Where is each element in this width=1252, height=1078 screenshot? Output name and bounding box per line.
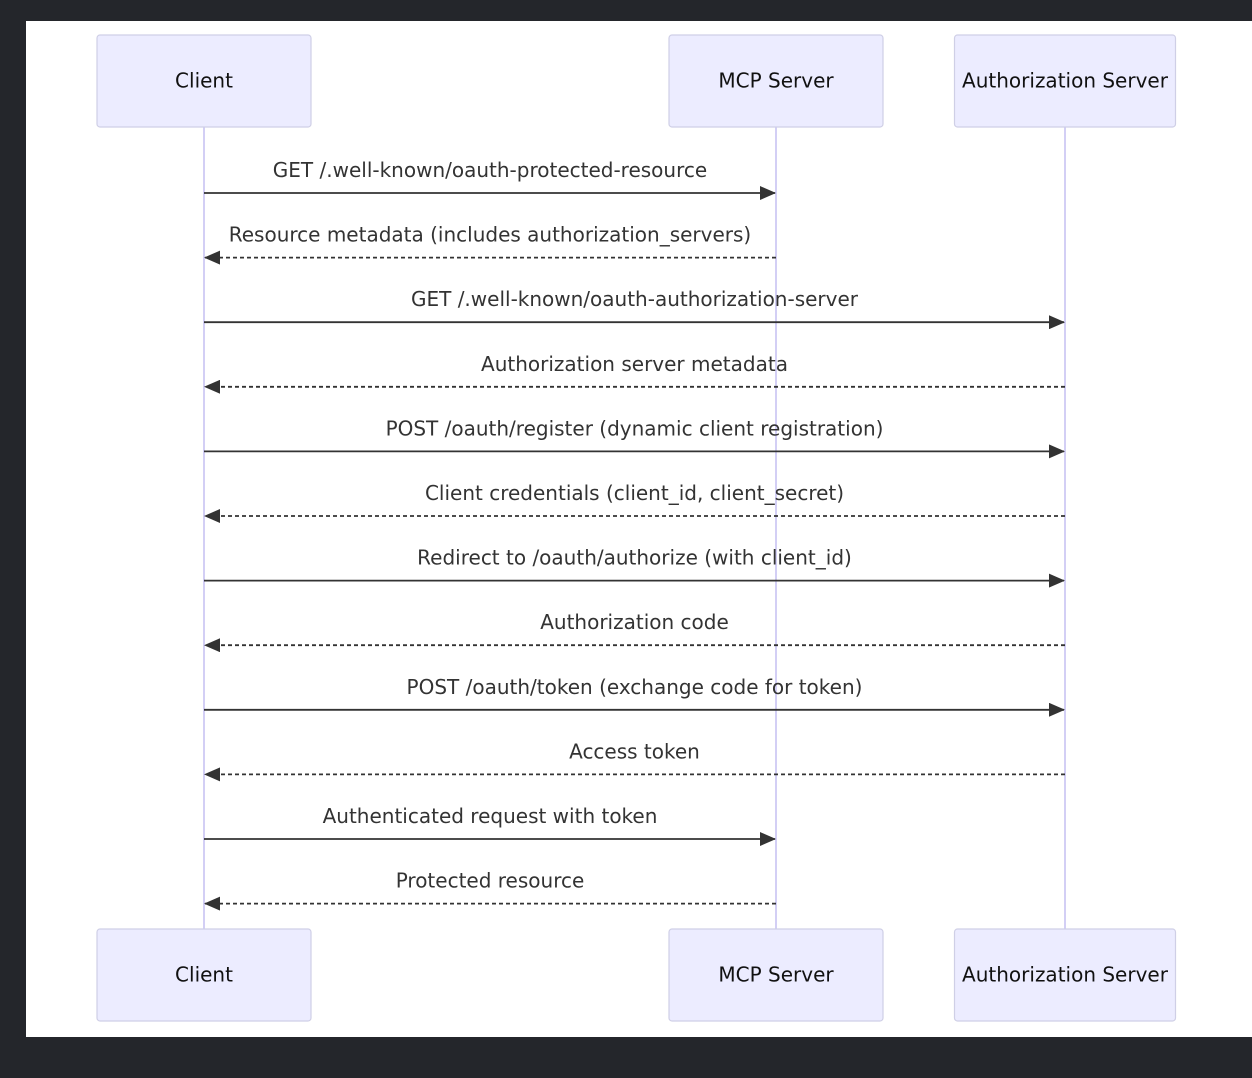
message-2: Resource metadata (includes authorizatio…	[204, 223, 776, 265]
message-label: Authorization server metadata	[481, 352, 788, 376]
actor-label: MCP Server	[718, 963, 834, 987]
message-8: Authorization code	[204, 610, 1065, 653]
message-label: Redirect to /oauth/authorize (with clien…	[417, 546, 852, 570]
actor-label: Client	[175, 963, 233, 987]
actor-box	[668, 928, 884, 1022]
message-label: Resource metadata (includes authorizatio…	[229, 223, 751, 247]
actor-client-bottom: Client	[96, 928, 312, 1022]
message-label: Authenticated request with token	[323, 804, 658, 828]
actor-box	[96, 34, 312, 128]
message-label: GET /.well-known/oauth-protected-resourc…	[273, 158, 707, 182]
actor-label: Authorization Server	[962, 963, 1169, 987]
message-10: Access token	[204, 739, 1065, 782]
actor-mcp-top: MCP Server	[668, 34, 884, 128]
actor-mcp-bottom: MCP Server	[668, 928, 884, 1022]
message-4: Authorization server metadata	[204, 352, 1065, 394]
actor-label: Client	[175, 69, 233, 93]
message-11: Authenticated request with token	[204, 804, 776, 846]
message-label: POST /oauth/token (exchange code for tok…	[407, 675, 863, 699]
message-label: POST /oauth/register (dynamic client reg…	[386, 416, 884, 440]
actor-auth-bottom: Authorization Server	[953, 928, 1177, 1022]
message-label: GET /.well-known/oauth-authorization-ser…	[411, 287, 859, 311]
message-9: POST /oauth/token (exchange code for tok…	[204, 675, 1065, 717]
actor-box	[96, 928, 312, 1022]
actors-top: Client MCP Server Authorization Server	[96, 34, 1177, 128]
message-label: Access token	[569, 739, 700, 763]
messages: GET /.well-known/oauth-protected-resourc…	[204, 158, 1065, 911]
message-12: Protected resource	[204, 869, 776, 911]
message-1: GET /.well-known/oauth-protected-resourc…	[204, 158, 776, 200]
actor-label: Authorization Server	[962, 69, 1169, 93]
message-label: Authorization code	[540, 610, 729, 634]
message-3: GET /.well-known/oauth-authorization-ser…	[204, 287, 1065, 330]
message-label: Client credentials (client_id, client_se…	[425, 481, 844, 505]
actor-box	[668, 34, 884, 128]
actors-bottom: Client MCP Server Authorization Server	[96, 928, 1177, 1022]
actor-client-top: Client	[96, 34, 312, 128]
message-7: Redirect to /oauth/authorize (with clien…	[204, 546, 1065, 588]
message-6: Client credentials (client_id, client_se…	[204, 481, 1065, 523]
actor-auth-top: Authorization Server	[953, 34, 1177, 128]
actor-label: MCP Server	[718, 69, 834, 93]
actor-box	[953, 928, 1177, 1022]
message-label: Protected resource	[396, 869, 585, 893]
message-5: POST /oauth/register (dynamic client reg…	[204, 416, 1065, 459]
actor-box	[953, 34, 1177, 128]
